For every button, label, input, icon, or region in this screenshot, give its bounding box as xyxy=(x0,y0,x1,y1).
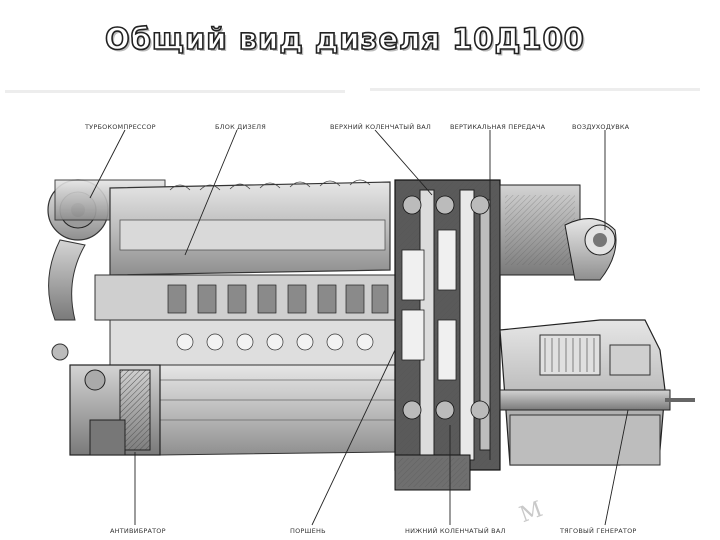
label-traction-generator: ТЯГОВЫЙ ГЕНЕРАТОР xyxy=(560,527,637,535)
section-cut-drawing xyxy=(394,179,501,491)
traction-generator-drawing xyxy=(499,319,695,466)
label-upper-crankshaft: ВЕРХНИЙ КОЛЕНЧАТЫЙ ВАЛ xyxy=(330,123,431,131)
label-turbocompressor: ТУРБОКОМПРЕССОР xyxy=(85,123,156,131)
scan-noise xyxy=(5,88,700,93)
slide-title: Общий вид дизеля 10Д100 xyxy=(104,21,585,57)
leader-lines xyxy=(89,129,629,526)
engine-block-drawing xyxy=(94,179,396,456)
label-air-duct: ВОЗДУХОДУВКА xyxy=(572,123,630,131)
label-vertical-gear: ВЕРТИКАЛЬНАЯ ПЕРЕДАЧА xyxy=(450,123,546,131)
label-antivibrator: АНТИВИБРАТОР xyxy=(110,527,166,535)
engine-diagram: ТУРБОКОМПРЕССОР БЛОК ДИЗЕЛЯ ВЕРХНИЙ КОЛЕ… xyxy=(0,80,720,540)
antivibrator-drawing xyxy=(69,364,161,456)
label-lower-crankshaft: НИЖНИЙ КОЛЕНЧАТЫЙ ВАЛ xyxy=(405,527,506,535)
air-duct-drawing xyxy=(499,184,617,281)
label-piston: ПОРШЕНЬ xyxy=(290,527,326,535)
label-engine-block: БЛОК ДИЗЕЛЯ xyxy=(215,123,266,131)
engine-drawing xyxy=(5,88,700,526)
